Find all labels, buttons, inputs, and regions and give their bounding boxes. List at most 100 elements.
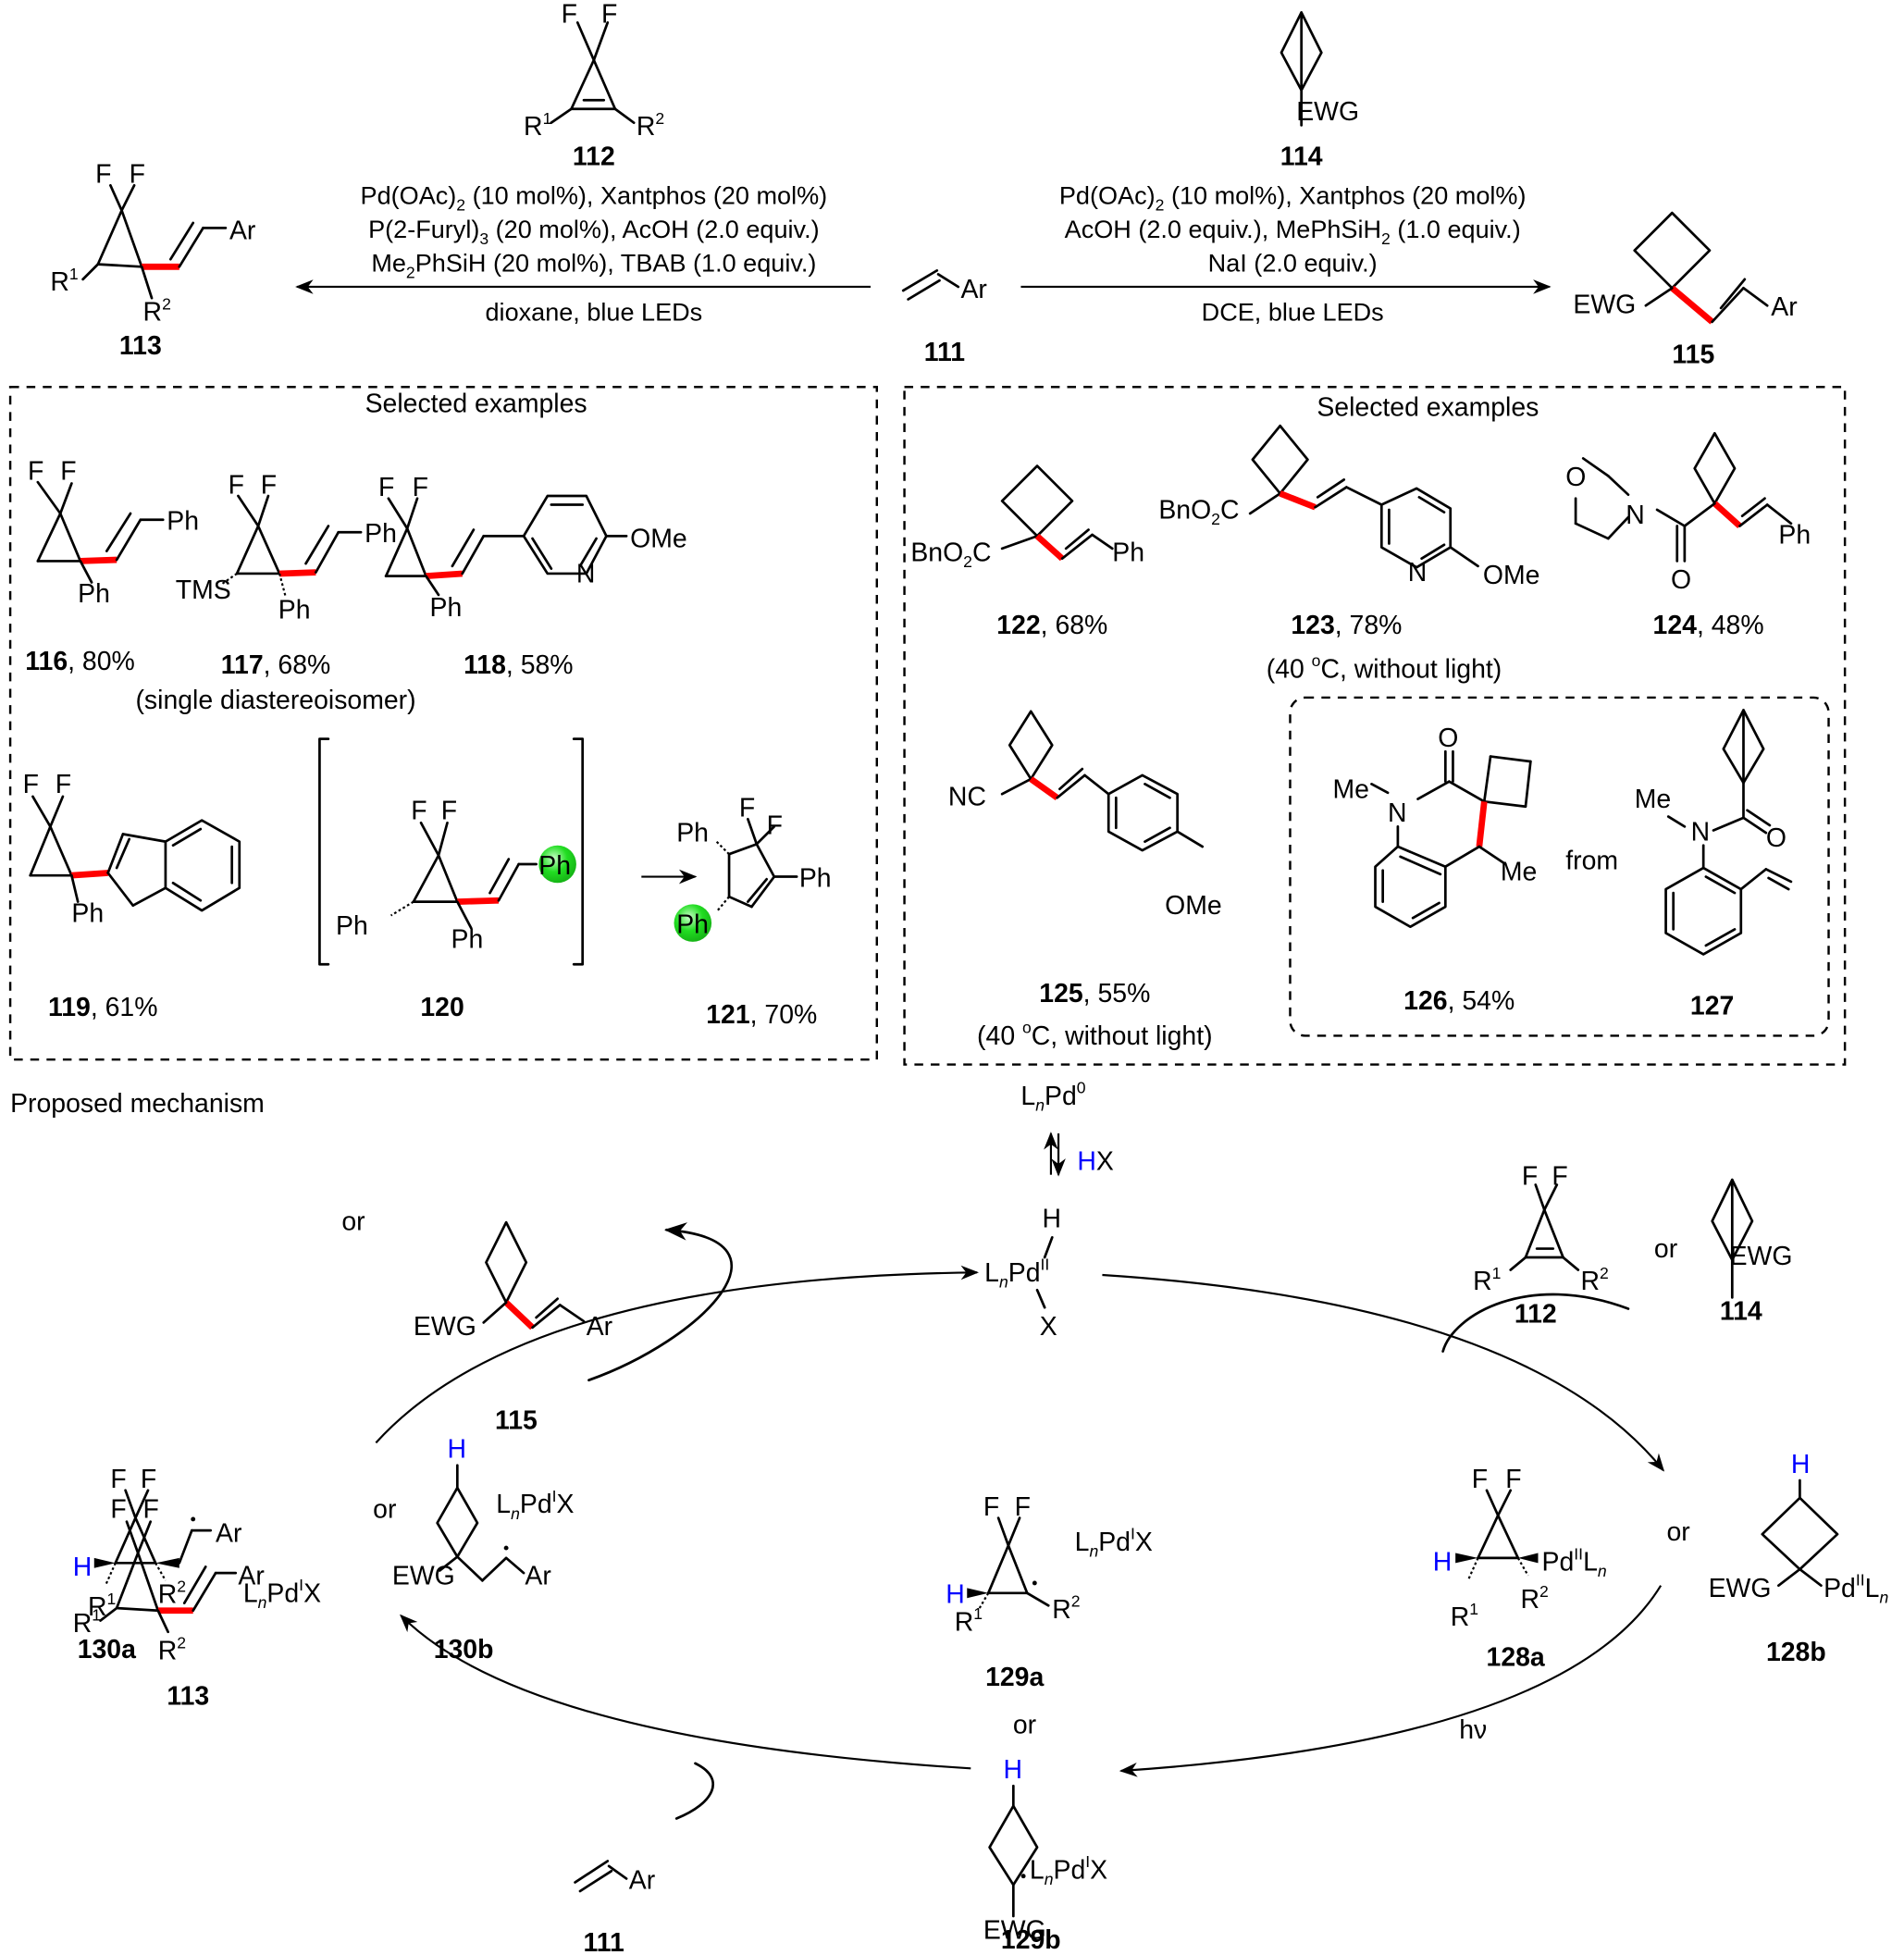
phenyl-label-highlighted: Ph [676, 909, 709, 939]
mechanism-product-115: EWG Ar 115 [414, 1220, 612, 1435]
cycle-arrow-to-pd2 [375, 1265, 980, 1444]
compound-117: F F Ph TMS Ph 117, 68% (single diastereo… [135, 470, 415, 715]
nitrogen-label: N [1626, 501, 1645, 530]
condition-note: C, without light) [1032, 1021, 1213, 1051]
ligand-label: L [1865, 1574, 1880, 1603]
hydrogen-label: H [946, 1580, 965, 1610]
ligand-label: L [1030, 1855, 1045, 1885]
styrene-entry-arrow [674, 1762, 714, 1820]
svg-text:(40 oC, without light): (40 oC, without light) [1267, 651, 1502, 684]
compound-number: 116 [25, 647, 68, 676]
svg-text:(40 oC, without light): (40 oC, without light) [977, 1019, 1213, 1051]
svg-text:R2: R2 [1581, 1264, 1609, 1296]
compound-118: F F OMe N Ph 118, 58% [378, 473, 687, 680]
compound-number: 113 [119, 331, 162, 361]
ligand-count: n [258, 1593, 267, 1612]
r2-label: R [1581, 1267, 1601, 1296]
condition-text: NaI (2.0 equiv.) [1208, 249, 1378, 278]
svg-text:123, 78%: 123, 78% [1291, 611, 1402, 640]
radical-dot [1020, 1874, 1026, 1879]
compound-116: F F Ph Ph 116, 80% [25, 456, 199, 676]
svg-text:R2: R2 [158, 1633, 186, 1665]
radical-dot [503, 1545, 509, 1551]
palladium-label: Pd [1008, 1258, 1041, 1288]
pd0-complex: LnPd0 [1020, 1079, 1085, 1115]
or-label: or [1013, 1710, 1036, 1739]
methoxy-label: OMe [630, 525, 687, 554]
yield-value: , 61% [91, 993, 158, 1022]
condition-text: (20 mol%), AcOH (2.0 equiv.) [488, 215, 819, 243]
compound-number: 130a [78, 1635, 136, 1664]
r2-superscript: 2 [655, 109, 664, 128]
cycle-arrow-to-128 [1102, 1273, 1665, 1472]
stereo-note: (single diastereoisomer) [135, 686, 415, 715]
compound-number: 114 [1280, 142, 1323, 172]
r1-label: R [955, 1607, 974, 1637]
svg-text:Me2PhSiH (20 mol%), TBAB (1.0: Me2PhSiH (20 mol%), TBAB (1.0 equiv.) [371, 249, 816, 282]
palladium-label: Pd [266, 1578, 299, 1608]
fluorine-label: F [28, 456, 43, 486]
section-title: Selected examples [1317, 392, 1539, 422]
right-examples-box: Selected examples BnO2C Ph 122, 68% BnO2… [903, 386, 1847, 1066]
svg-text:R2: R2 [637, 109, 664, 142]
palladium-label: Pd [1054, 1855, 1086, 1885]
r2-superscript: 2 [1539, 1582, 1549, 1601]
condition-note: C, without light) [1320, 654, 1502, 684]
svg-text:LnPdIX: LnPdIX [496, 1487, 574, 1523]
svg-text:117, 68%: 117, 68% [221, 650, 330, 680]
r2-superscript: 2 [162, 294, 171, 313]
svg-text:NaI (2.0 equiv.): NaI (2.0 equiv.) [1208, 249, 1378, 278]
svg-text:R2: R2 [1052, 1592, 1080, 1625]
oxygen-label: O [1766, 823, 1787, 853]
aryl-label: Ar [629, 1865, 655, 1895]
fluorine-label: F [601, 0, 617, 29]
compound-115-top: EWG Ar 115 [1573, 211, 1798, 370]
right-conditions: Pd(OAc)2 (10 mol%), Xantphos (20 mol%) A… [1020, 181, 1552, 327]
phenyl-label: Ph [1112, 538, 1144, 567]
svg-text:R2: R2 [143, 294, 171, 327]
or-label: or [1654, 1234, 1677, 1264]
svg-text:R1: R1 [1451, 1600, 1478, 1632]
svg-text:BnO2C: BnO2C [910, 538, 991, 571]
svg-text:F: F [110, 1465, 126, 1494]
svg-text:122, 68%: 122, 68% [996, 611, 1107, 640]
oxygen-label: O [1671, 565, 1691, 595]
compound-number: 113 [167, 1681, 209, 1711]
radical-dot [1032, 1580, 1037, 1586]
condition-text: (10 mol%), Xantphos (20 mol%) [465, 181, 827, 210]
palladium-label: Pd [1098, 1528, 1131, 1557]
nitrogen-label: N [1388, 798, 1407, 828]
r2-label: R [158, 1637, 178, 1666]
r2-label: R [143, 298, 163, 328]
compound-number: 114 [1720, 1297, 1762, 1327]
fluorine-label: F [378, 473, 394, 502]
condition-subscript: 2 [1381, 229, 1391, 248]
highlight-marker [538, 845, 576, 884]
ewg-label: EWG [414, 1312, 476, 1342]
condition-text: (10 mol%), Xantphos (20 mol%) [1164, 181, 1526, 210]
compound-123: BnO2C N OMe 123, 78% (40 oC, without lig… [1158, 424, 1539, 684]
degree-superscript: o [1022, 1019, 1032, 1037]
from-label: from [1565, 846, 1618, 875]
oxygen-label: O [1438, 724, 1458, 753]
compound-number: 123 [1291, 611, 1334, 640]
oxygen-label: O [1565, 463, 1586, 492]
aryl-label: Ar [960, 275, 986, 304]
ligand-label: L [243, 1578, 258, 1608]
r2-label: R [637, 112, 656, 142]
intermediate-128a: F F H PdIILn R1 R2 128a [1433, 1465, 1607, 1672]
svg-text:F: F [1522, 1162, 1538, 1192]
compound-number: 129b [1001, 1925, 1061, 1955]
ewg-label: EWG [392, 1561, 455, 1590]
yield-value: , 54% [1448, 986, 1515, 1016]
compound-number: 128b [1766, 1638, 1826, 1667]
condition-text: PhSiH (20 mol%), TBAB (1.0 equiv.) [415, 249, 817, 278]
r2-superscript: 2 [177, 1577, 186, 1595]
ligand-count: n [1045, 1870, 1054, 1888]
ligand-count: n [1598, 1562, 1607, 1580]
substituent-label: BnO [1158, 495, 1211, 525]
solvent-conditions: DCE, blue LEDs [1202, 298, 1384, 327]
intermediate-130b: H LnPdIX EWG Ar 130b [392, 1435, 575, 1665]
svg-text:AcOH (2.0 equiv.), MePhSiH2 (1: AcOH (2.0 equiv.), MePhSiH2 (1.0 equiv.) [1065, 215, 1521, 248]
